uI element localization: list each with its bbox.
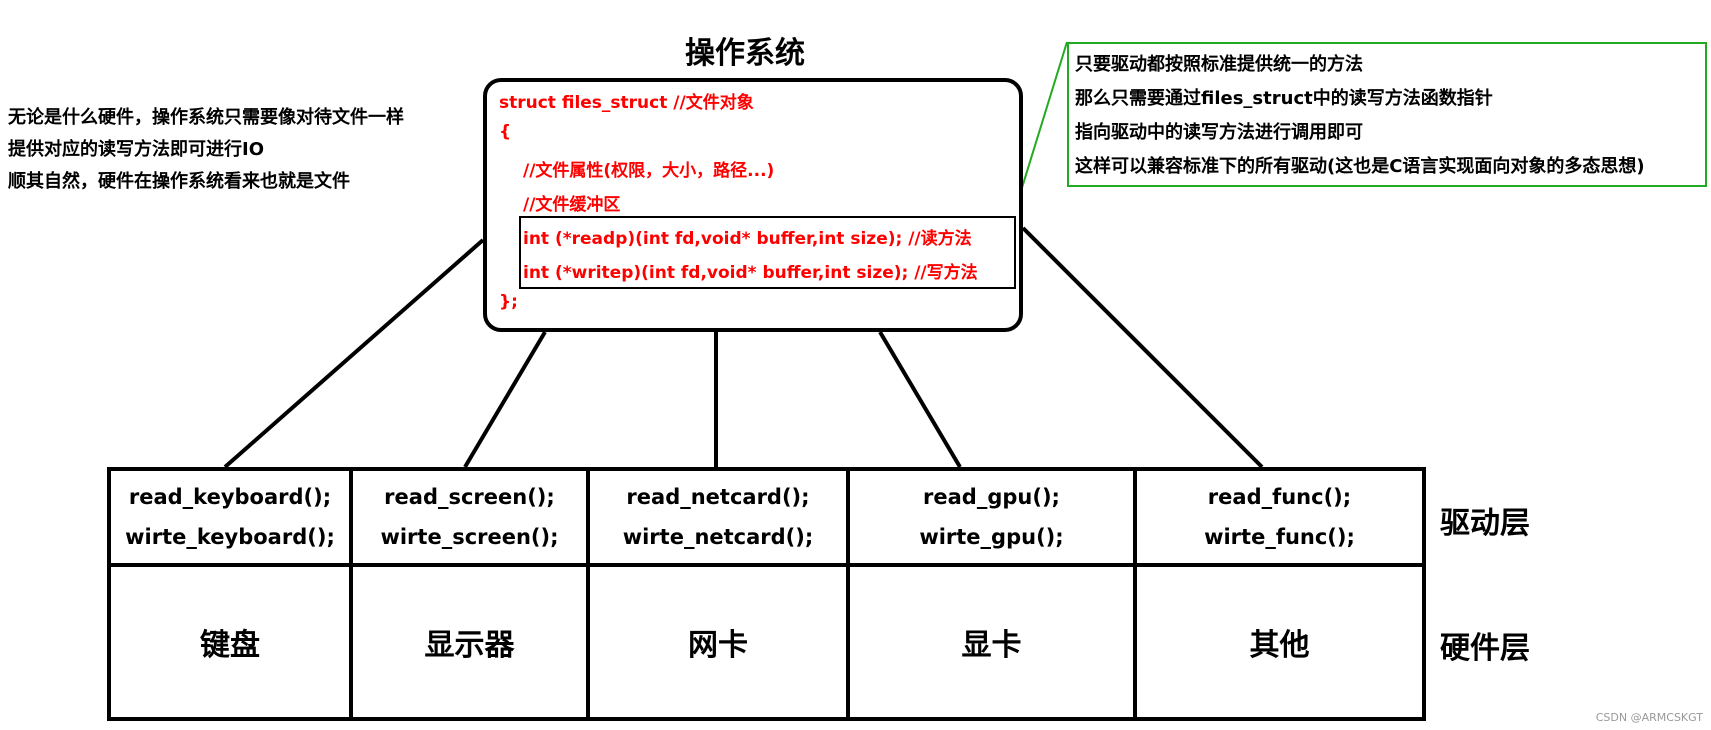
os-files-struct-box: struct files_struct //文件对象 { //文件属性(权限，大… [483,78,1023,332]
right-note-line: 只要驱动都按照标准提供统一的方法 [1075,54,1363,75]
connector-gpu [878,330,962,469]
left-note-line: 顺其自然，硬件在操作系统看来也就是文件 [8,171,350,192]
code-line: { [499,122,512,142]
code-line: }; [499,292,518,312]
code-line: int (*readp)(int fd,void* buffer,int siz… [523,229,972,249]
right-note: 只要驱动都按照标准提供统一的方法 那么只需要通过files_struct中的读写… [1067,42,1707,187]
connector-screen [463,330,547,469]
driver-cell-netcard: read_netcard(); wirte_netcard(); [590,471,846,563]
driver-write: wirte_screen(); [380,525,559,549]
right-note-line: 这样可以兼容标准下的所有驱动(这也是C语言实现面向对象的多态思想) [1075,156,1645,177]
hardware-layer-label: 硬件层 [1440,631,1530,666]
function-pointer-box [519,216,1016,289]
code-line: struct files_struct //文件对象 [499,93,754,113]
driver-read: read_func(); [1207,485,1352,509]
driver-write: wirte_keyboard(); [125,525,335,549]
left-note-line: 无论是什么硬件，操作系统只需要像对待文件一样 [8,107,404,128]
driver-read: read_netcard(); [626,485,810,509]
driver-write: wirte_func(); [1204,525,1355,549]
code-line: //文件属性(权限，大小，路径...) [523,161,775,181]
driver-read: read_gpu(); [923,485,1060,509]
driver-read: read_screen(); [384,485,555,509]
grid-divider [1133,471,1137,717]
driver-cell-gpu: read_gpu(); wirte_gpu(); [850,471,1133,563]
hardware-netcard: 网卡 [688,628,748,663]
code-line: //文件缓冲区 [523,195,621,215]
code-line: int (*writep)(int fd,void* buffer,int si… [523,263,978,283]
diagram-title: 操作系统 [685,36,805,71]
driver-read: read_keyboard(); [128,485,332,509]
driver-cell-keyboard: read_keyboard(); wirte_keyboard(); [111,471,349,563]
driver-cell-other: read_func(); wirte_func(); [1137,471,1422,563]
grid-divider [349,471,353,717]
grid-divider [586,471,590,717]
driver-write: wirte_gpu(); [919,525,1064,549]
hardware-gpu: 显卡 [961,628,1022,663]
right-note-line: 那么只需要通过files_struct中的读写方法函数指针 [1075,88,1493,109]
right-note-line: 指向驱动中的读写方法进行调用即可 [1075,122,1363,143]
connector-keyboard [223,238,485,469]
hardware-keyboard: 键盘 [200,628,260,663]
connector-other [1021,226,1264,469]
layer-grid: read_keyboard(); wirte_keyboard(); read_… [107,467,1426,721]
driver-layer-label: 驱动层 [1440,506,1530,541]
hardware-screen: 显示器 [424,628,515,663]
driver-cell-screen: read_screen(); wirte_screen(); [353,471,586,563]
grid-divider [846,471,850,717]
driver-write: wirte_netcard(); [622,525,814,549]
left-note-line: 提供对应的读写方法即可进行IO [8,139,264,160]
grid-divider [111,563,1422,567]
left-note: 无论是什么硬件，操作系统只需要像对待文件一样 提供对应的读写方法即可进行IO 顺… [8,102,404,198]
watermark: CSDN @ARMCSKGT [1595,711,1703,724]
hardware-other: 其他 [1249,628,1310,663]
